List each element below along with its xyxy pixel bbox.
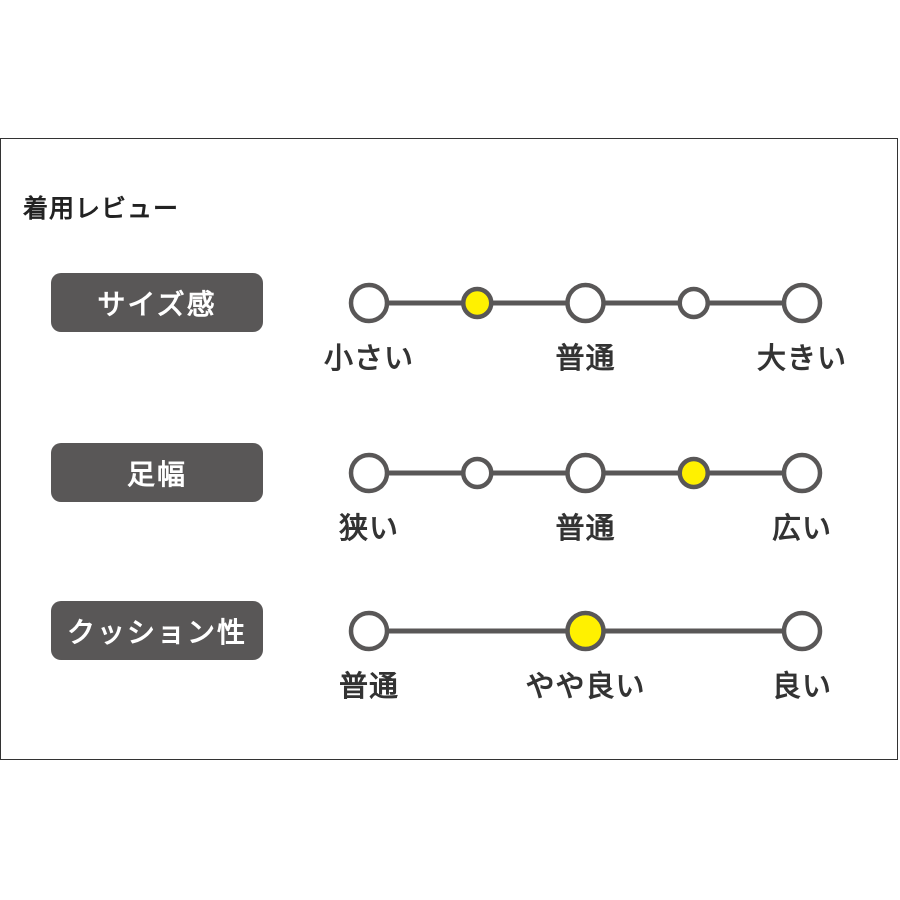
rating-scale: 普通 やや良い 良い <box>1 601 899 711</box>
scale-label: 普通 <box>555 341 616 375</box>
scale-point <box>565 452 606 494</box>
review-panel: 着用レビュー サイズ感 小さい普通大きい 足幅 狭い普通広い クッション性 普通… <box>0 138 898 760</box>
scale-point-selected <box>565 610 606 652</box>
row-label-pill: クッション性 <box>51 601 263 660</box>
scale-label: 普通 <box>338 669 400 703</box>
row-label-pill: サイズ感 <box>51 273 263 332</box>
scale-label: 大きい <box>756 341 848 375</box>
scale-label: 良い <box>771 669 833 703</box>
scale-point-selected <box>677 456 710 490</box>
rating-scale: 狭い 普通 広い <box>1 443 899 553</box>
scale-label: 狭い <box>338 511 400 545</box>
scale-label: 小さい <box>323 341 415 375</box>
scale-svg <box>348 282 823 324</box>
rating-row-cushion: クッション性 普通 やや良い 良い <box>1 601 899 711</box>
scale-point <box>348 452 390 494</box>
rating-scale: 小さい 普通 大きい <box>1 273 899 383</box>
rating-row-width: 足幅 狭い 普通 広い <box>1 443 899 553</box>
scale-svg <box>348 452 823 494</box>
scale-point <box>781 610 823 652</box>
row-label-pill: 足幅 <box>51 443 263 502</box>
rating-row-size: サイズ感 小さい 普通 大きい <box>1 273 899 383</box>
scale-label: 普通 <box>555 511 616 545</box>
scale-label: 広い <box>771 511 833 545</box>
panel-title: 着用レビュー <box>23 194 180 223</box>
scale-point-selected <box>461 286 494 320</box>
scale-point <box>565 282 606 324</box>
scale-point <box>781 452 823 494</box>
scale-point <box>348 610 390 652</box>
scale-point <box>677 286 710 320</box>
scale-point <box>348 282 390 324</box>
scale-point <box>781 282 823 324</box>
scale-svg <box>348 610 823 652</box>
scale-point <box>461 456 494 490</box>
scale-label: やや良い <box>525 669 646 703</box>
